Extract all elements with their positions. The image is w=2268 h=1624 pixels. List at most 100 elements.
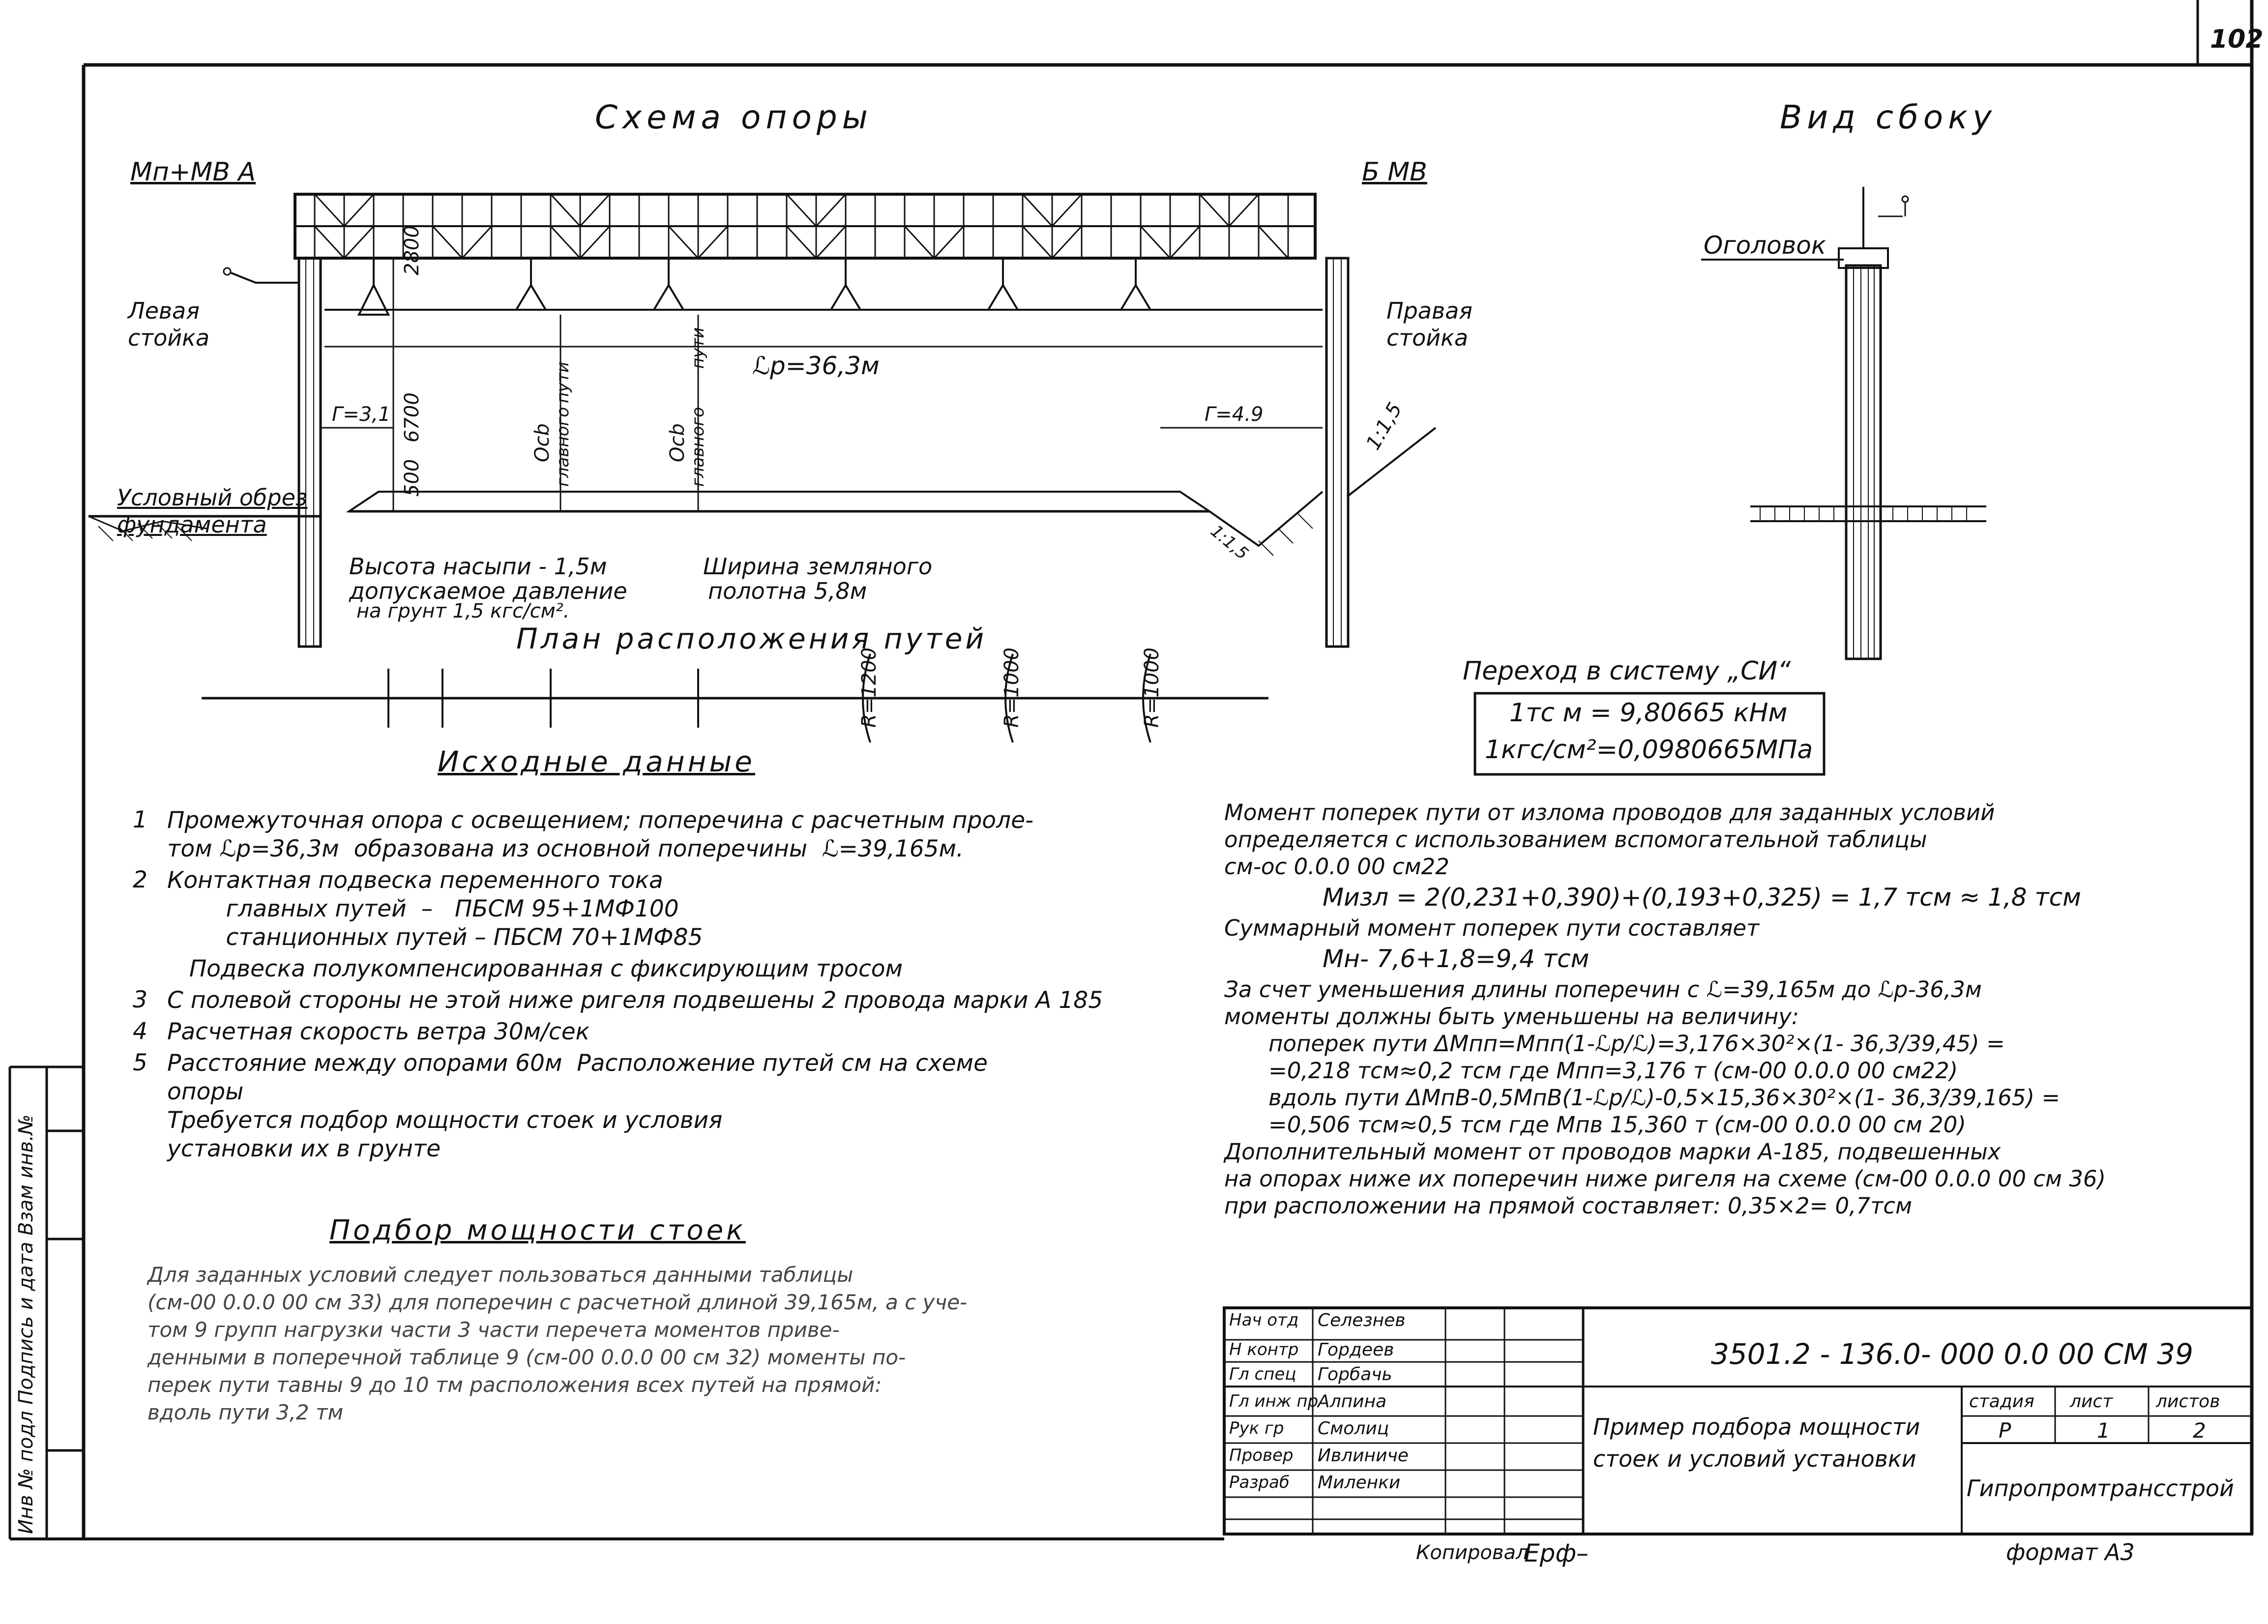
right-post-label-1: Правая xyxy=(1386,297,1473,324)
moment-line: на опорах ниже их поперечин ниже ригеля … xyxy=(1224,1166,2106,1192)
axis-label-1c: пути xyxy=(553,361,573,403)
moment-line: моменты должны быть уменьшены на величин… xyxy=(1224,1004,1799,1030)
left-load-label: Мп+МВ А xyxy=(130,157,256,187)
si-line-1: 1тс м = 9,80665 кНм xyxy=(1509,698,1788,728)
role-title: Н контр xyxy=(1229,1340,1299,1359)
initial-item-line: Расстояние между опорами 60м Расположени… xyxy=(167,1050,988,1077)
axis-label-2b: главного xyxy=(688,407,708,487)
copied-signature: Ерф– xyxy=(1524,1539,1589,1567)
stage-label: стадия xyxy=(1969,1391,2034,1412)
foundation-label-2: фундамента xyxy=(117,511,267,538)
initial-item-number: 3 xyxy=(133,986,147,1013)
sheets-value: 2 xyxy=(2193,1418,2206,1443)
role-name: Селезнев xyxy=(1318,1310,1406,1330)
role-title: Провер xyxy=(1229,1446,1294,1465)
initial-item-line: Требуется подбор мощности стоек и услови… xyxy=(167,1107,723,1134)
side-view-title: Вид сбоку xyxy=(1780,98,1997,136)
initial-item: 2 Контактная подвеска переменного тока гл… xyxy=(133,866,1165,952)
selection-line: денными в поперечной таблице 9 (см-00 0.… xyxy=(147,1345,906,1369)
selection-line: (см-00 0.0.0 00 см 33) для поперечин с р… xyxy=(147,1290,968,1314)
embankment-line-3: на грунт 1,5 кгс/см². xyxy=(356,600,570,622)
selection-line: вдоль пути 3,2 тм xyxy=(147,1400,344,1424)
si-title: Переход в систему „СИ“ xyxy=(1463,656,1791,686)
initial-item: Подвеска полукомпенсированная с фиксирую… xyxy=(133,955,1165,983)
embankment-line-1: Высота насыпи - 1,5м xyxy=(349,553,607,580)
plan-title: План расположения путей xyxy=(516,622,987,655)
role-name: Миленки xyxy=(1318,1473,1401,1493)
roadbed-line-2: полотна 5,8м xyxy=(708,578,867,604)
title-block-desc-2: стоек и условий установки xyxy=(1593,1446,1916,1472)
role-title: Нач отд xyxy=(1229,1310,1299,1330)
stagger-right: Г=4.9 xyxy=(1205,403,1264,426)
role-name: Смолиц xyxy=(1318,1418,1389,1439)
schema-title: Схема опоры xyxy=(595,98,873,136)
moment-line: Суммарный момент поперек пути составляет xyxy=(1224,915,1760,941)
initial-item-line: станционных путей – ПБСМ 70+1МФ85 xyxy=(167,924,703,951)
initial-item: 3 С полевой стороны не этой ниже ригеля п… xyxy=(133,986,1165,1015)
sheet-label: лист xyxy=(2070,1391,2113,1412)
moment-line: см-ос 0.0.0 00 см22 xyxy=(1224,854,1449,880)
initial-data-title: Исходные данные xyxy=(438,745,755,778)
moment-line: Мизл = 2(0,231+0,390)+(0,193+0,325) = 1,… xyxy=(1323,883,2081,912)
initial-item-line: Контактная подвеска переменного тока xyxy=(167,867,663,894)
role-name: Гордеев xyxy=(1318,1340,1394,1360)
roadbed-line-1: Ширина земляного xyxy=(703,553,933,580)
axis-label-2a: Осb xyxy=(666,423,689,462)
moment-line: За счет уменьшения длины поперечин с ℒ=3… xyxy=(1224,976,1982,1003)
moment-line: поперек пути ΔМпп=Мпп(1-ℒр/ℒ)=3,176×30²×… xyxy=(1268,1031,2005,1057)
organization: Гипропромтрансстрой xyxy=(1967,1475,2234,1502)
sheet-value: 1 xyxy=(2097,1418,2110,1443)
selection-text: Для заданных условий следует пользоватьс… xyxy=(147,1261,1180,1426)
role-title: Гл инж пр xyxy=(1229,1391,1319,1411)
sheet-number: 102 xyxy=(2210,25,2264,54)
initial-item-number: 4 xyxy=(133,1018,147,1045)
side-stamp: Инв № подл Подпись и дата Взам инв.№ xyxy=(15,1114,37,1534)
moment-text: Момент поперек пути от излома проводов д… xyxy=(1224,799,2237,1219)
dim-2800: 2800 xyxy=(401,225,423,275)
radius-2: R=1000 xyxy=(1001,647,1023,728)
selection-title: Подбор мощности стоек xyxy=(329,1214,746,1246)
role-title: Рук гр xyxy=(1229,1418,1284,1438)
initial-item-line: Подвеска полукомпенсированная с фиксирую… xyxy=(167,955,903,982)
si-line-2: 1кгс/см²=0,0980665МПа xyxy=(1485,735,1813,765)
initial-item-number: 2 xyxy=(133,866,147,893)
right-load-label: Б МВ xyxy=(1362,157,1427,187)
dim-6700: 6700 xyxy=(401,392,423,443)
radius-3: R=1000 xyxy=(1141,647,1163,728)
axis-label-1a: Осb xyxy=(531,423,554,462)
title-block-desc-1: Пример подбора мощности xyxy=(1593,1414,1920,1440)
copied-label: Копировал xyxy=(1416,1541,1529,1564)
stagger-left: Г=3,1 xyxy=(332,403,391,426)
right-post-label-2: стойка xyxy=(1386,325,1469,351)
selection-line: Для заданных условий следует пользоватьс… xyxy=(147,1263,854,1287)
initial-item-line: С полевой стороны не этой ниже ригеля по… xyxy=(167,987,1103,1014)
role-title: Разраб xyxy=(1229,1473,1290,1492)
radius-1: R=1200 xyxy=(858,647,881,728)
role-name: Алпина xyxy=(1318,1391,1387,1412)
initial-item: 5 Расстояние между опорами 60м Расположен… xyxy=(133,1049,1165,1163)
initial-item-number: 5 xyxy=(133,1049,147,1076)
initial-data-list: 1 Промежуточная опора с освещением; попер… xyxy=(133,806,1165,1166)
foundation-label-1: Условный обрез xyxy=(117,484,308,511)
initial-item-line: Промежуточная опора с освещением; попере… xyxy=(167,807,1033,834)
dim-500: 500 xyxy=(401,459,423,497)
initial-item-number: 1 xyxy=(133,806,147,833)
left-post-label-2: стойка xyxy=(128,325,210,351)
format-label: формат А3 xyxy=(2006,1539,2135,1565)
initial-item-line: установки их в грунте xyxy=(167,1135,441,1162)
moment-line: при расположении на прямой составляет: 0… xyxy=(1224,1193,1913,1219)
role-name: Горбачь xyxy=(1318,1364,1392,1385)
moment-line: вдоль пути ΔМпВ-0,5МпВ(1-ℒр/ℒ)-0,5×15,36… xyxy=(1268,1085,2061,1111)
role-title: Гл спец xyxy=(1229,1364,1296,1384)
moment-line: =0,506 тсм≈0,5 тсм где Мпв 15,360 т (см-… xyxy=(1268,1112,1966,1138)
span-label: ℒр=36,3м xyxy=(752,352,880,380)
stage-value: Р xyxy=(1999,1418,2011,1443)
selection-line: том 9 групп нагрузки части 3 части переч… xyxy=(147,1318,840,1342)
selection-line: перек пути тавны 9 до 10 тм расположения… xyxy=(147,1373,882,1397)
initial-item: 1 Промежуточная опора с освещением; попер… xyxy=(133,806,1165,863)
initial-item-line: главных путей – ПБСМ 95+1МФ100 xyxy=(167,895,679,922)
cap-label: Оголовок xyxy=(1704,231,1826,260)
sheets-label: листов xyxy=(2156,1391,2220,1412)
